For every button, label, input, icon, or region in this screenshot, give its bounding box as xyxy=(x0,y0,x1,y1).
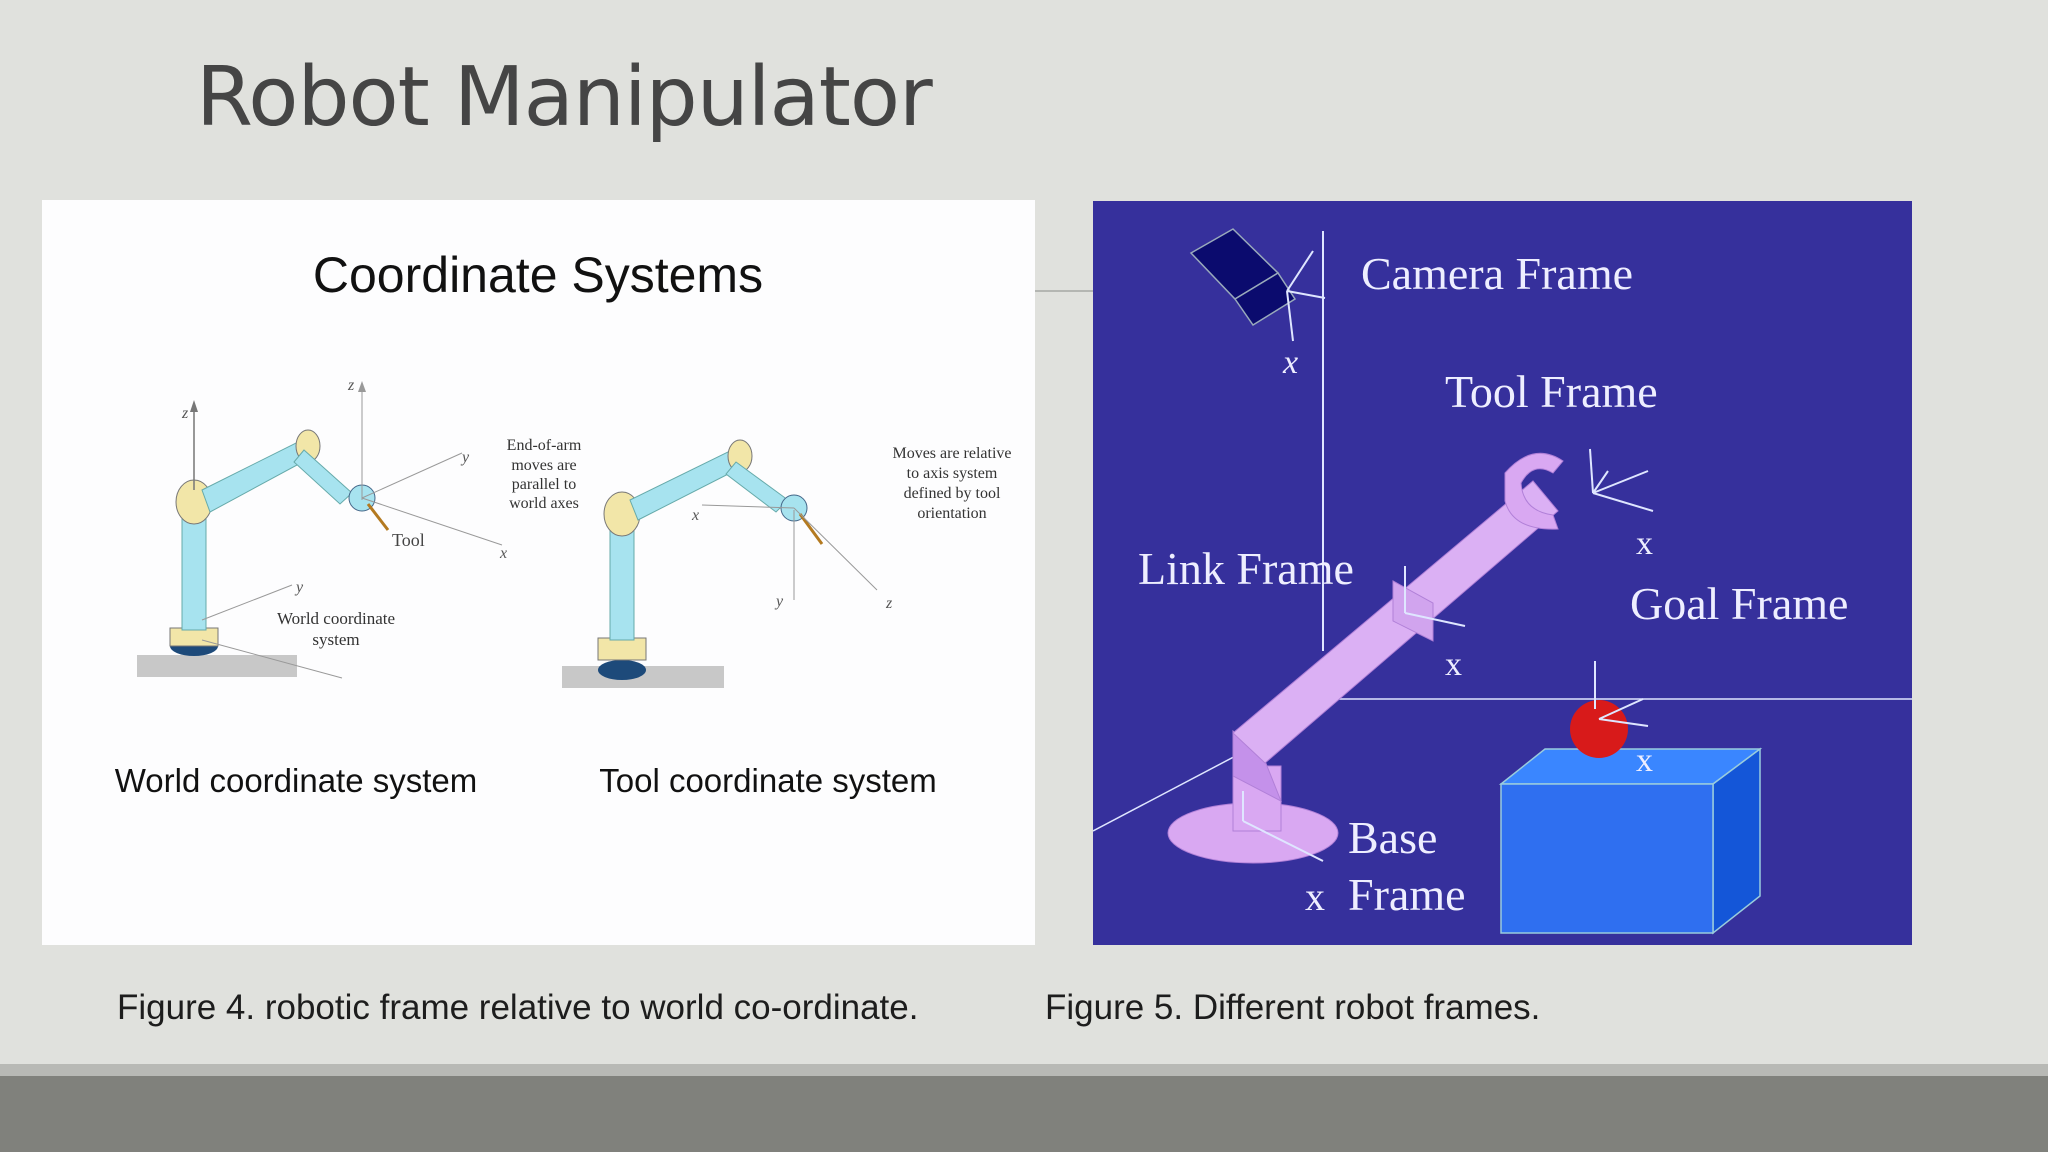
note-tool-line2: to axis system xyxy=(907,465,998,482)
axis-label-z: z xyxy=(181,405,189,422)
label-tool-coordinate-system: Tool coordinate system xyxy=(599,762,937,799)
world-coord-text-line2: system xyxy=(312,630,359,649)
note-tool-line3: defined by tool xyxy=(904,485,1001,502)
robot-frames-diagram: x Camera Fr xyxy=(1093,228,1912,935)
figure-robot-frames: x Camera Fr xyxy=(1093,201,1912,945)
world-coord-text-line1: World coordinate xyxy=(277,609,395,628)
goal-box-illustration xyxy=(1498,661,1763,935)
note-tool-line4: orientation xyxy=(917,505,986,522)
axis-label-z: z xyxy=(885,595,893,612)
camera-x-label: x xyxy=(1282,344,1298,381)
figure-4-caption: Figure 4. robotic frame relative to worl… xyxy=(117,988,919,1027)
axis-label-z: z xyxy=(347,377,355,394)
label-world-coordinate-system: World coordinate system xyxy=(115,762,478,799)
camera-frame-label: Camera Frame xyxy=(1361,248,1633,299)
axis-label-x: x xyxy=(691,507,699,524)
goal-x-label: x xyxy=(1636,742,1653,779)
tool-text: Tool xyxy=(392,530,425,550)
note-world-line3: parallel to xyxy=(512,476,576,493)
link-x-label: x xyxy=(1445,646,1462,683)
note-world-line2: moves are xyxy=(511,457,576,474)
diagram-heading: Coordinate Systems xyxy=(313,247,763,303)
axis-label-y: y xyxy=(294,579,304,596)
figure-coordinate-systems: Coordinate Systems z z y x xyxy=(42,200,1035,945)
base-frame-label-line2: Frame xyxy=(1348,869,1466,920)
tool-frame-label: Tool Frame xyxy=(1445,366,1658,417)
note-tool-line1: Moves are relative xyxy=(892,445,1011,462)
link-frame-label: Link Frame xyxy=(1138,543,1354,594)
note-world-line4: world axes xyxy=(509,495,579,512)
tool-robot-illustration: x y z Moves are relative to axis system … xyxy=(562,439,1012,688)
robot-arm-illustration xyxy=(1167,448,1654,864)
axis-label-y: y xyxy=(774,593,784,610)
figure-5-caption: Figure 5. Different robot frames. xyxy=(1045,988,1541,1027)
base-x-label: x xyxy=(1305,874,1325,919)
footer-bar xyxy=(0,1076,2048,1152)
axis-label-y: y xyxy=(460,449,470,466)
coordinate-systems-diagram: Coordinate Systems z z y x xyxy=(115,247,1012,799)
footer-divider xyxy=(0,1064,2048,1076)
goal-ball-icon xyxy=(1570,700,1628,758)
base-frame-label-line1: Base xyxy=(1348,812,1437,863)
camera-icon: x xyxy=(1189,228,1326,381)
tool-x-label: x xyxy=(1636,525,1653,562)
axis-label-x: x xyxy=(499,545,507,562)
slide-title: Robot Manipulator xyxy=(196,50,933,145)
decorative-divider xyxy=(1034,290,1094,292)
world-robot-illustration: z z y x y Tool World coordinate system E… xyxy=(137,377,582,679)
goal-frame-label: Goal Frame xyxy=(1630,578,1848,629)
note-world-line1: End-of-arm xyxy=(507,437,582,454)
